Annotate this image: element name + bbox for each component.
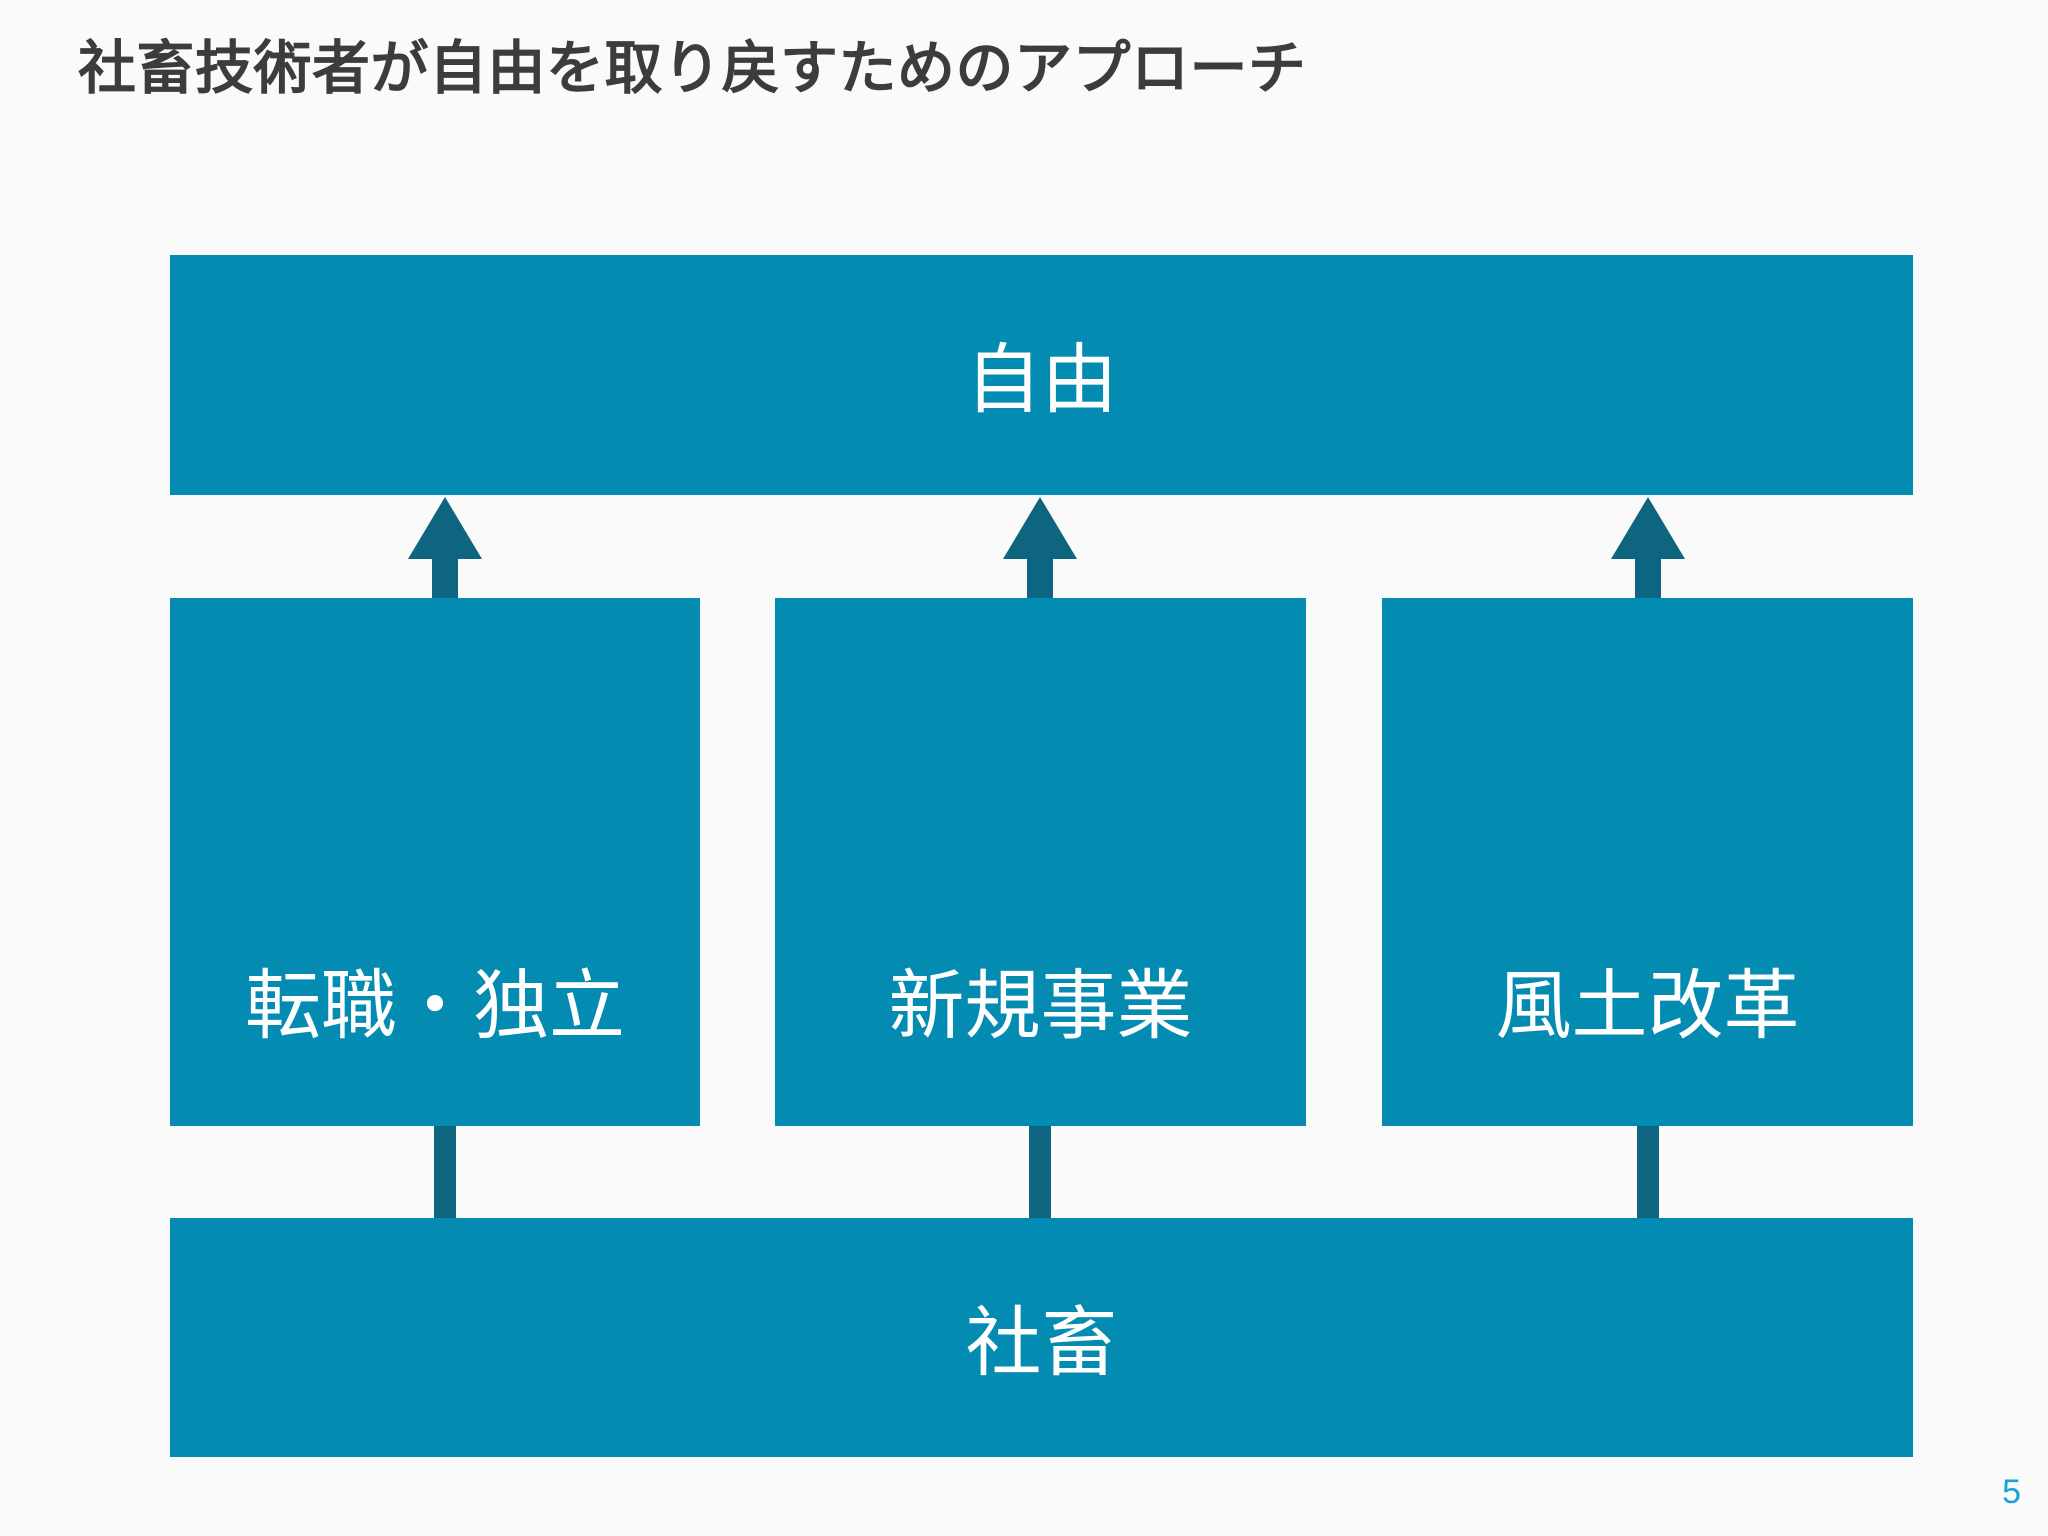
page-title: 社畜技術者が自由を取り戻すためのアプローチ [78,36,1307,101]
vertical-line-icon [1029,1126,1051,1219]
option-box-label: 新規事業 [888,964,1193,1049]
option-box-culture-reform[interactable]: 風土改革 [1382,598,1913,1126]
option-box-new-business[interactable]: 新規事業 [775,598,1306,1126]
start-bar-corporate-slave[interactable]: 社畜 [170,1218,1913,1457]
option-box-label: 風土改革 [1495,964,1800,1049]
page-number: 5 [2002,1473,2021,1511]
goal-bar-label: 自由 [965,338,1118,423]
arrow-up-icon [1598,497,1698,599]
option-box-label: 転職・独立 [245,964,625,1049]
start-bar-label: 社畜 [965,1300,1118,1386]
vertical-line-icon [1637,1126,1659,1219]
vertical-line-icon [434,1126,456,1219]
arrow-up-icon [990,497,1090,599]
goal-bar-freedom[interactable]: 自由 [170,255,1913,495]
arrow-up-icon [395,497,495,599]
option-box-career-change[interactable]: 転職・独立 [170,598,700,1126]
